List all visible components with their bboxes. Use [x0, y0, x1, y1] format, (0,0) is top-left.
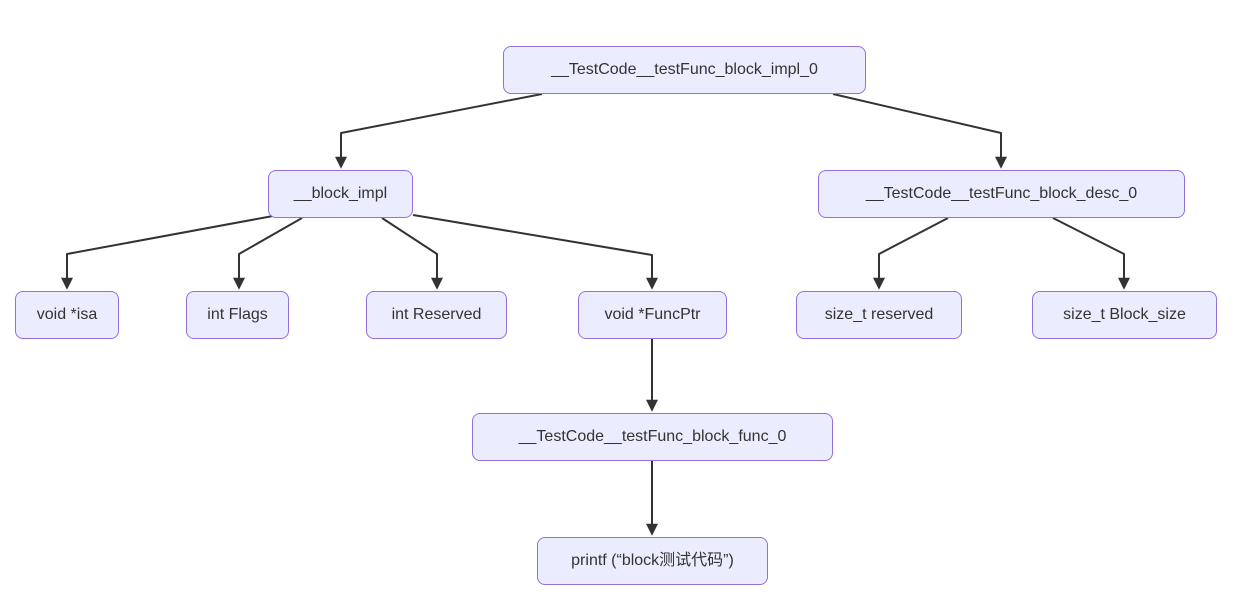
- node-size-t-reserved: size_t reserved: [796, 291, 962, 339]
- node-label: int Flags: [207, 306, 268, 323]
- edge-block-impl-to-flags: [233, 217, 303, 290]
- node-int-reserved: int Reserved: [366, 291, 507, 339]
- node-void-isa: void *isa: [15, 291, 119, 339]
- edge-desc0-to-size-reserved: [873, 217, 949, 290]
- node-printf-call: printf (“block测试代码”): [537, 537, 768, 585]
- node-label: size_t reserved: [824, 306, 934, 323]
- node-label: int Reserved: [391, 306, 482, 323]
- node-label: void *FuncPtr: [604, 306, 701, 323]
- node-testcode-testfunc-block-func-0: __TestCode__testFunc_block_func_0: [472, 413, 833, 461]
- node-label: __TestCode__testFunc_block_desc_0: [865, 185, 1138, 202]
- node-label: __TestCode__testFunc_block_func_0: [518, 428, 787, 445]
- node-label: __TestCode__testFunc_block_impl_0: [551, 61, 818, 78]
- node-label: __block_impl: [293, 185, 388, 202]
- edge-impl0-to-desc0: [832, 93, 1007, 169]
- node-int-flags: int Flags: [186, 291, 289, 339]
- edge-block-impl-to-isa: [61, 215, 274, 290]
- edge-desc0-to-size-block-size: [1052, 217, 1130, 290]
- node-label: size_t Block_size: [1063, 306, 1186, 323]
- node-block-impl: __block_impl: [268, 170, 413, 218]
- node-size-t-block-size: size_t Block_size: [1032, 291, 1217, 339]
- node-testcode-testfunc-block-desc-0: __TestCode__testFunc_block_desc_0: [818, 170, 1185, 218]
- edge-impl0-to-block-impl: [335, 93, 543, 169]
- node-label: void *isa: [36, 306, 98, 323]
- node-testcode-testfunc-block-impl-0: __TestCode__testFunc_block_impl_0: [503, 46, 866, 94]
- node-void-funcptr: void *FuncPtr: [578, 291, 727, 339]
- edge-block-impl-to-funcptr: [412, 214, 658, 290]
- edge-block-impl-to-reserved: [381, 217, 443, 290]
- node-label: printf (“block测试代码”): [571, 552, 734, 569]
